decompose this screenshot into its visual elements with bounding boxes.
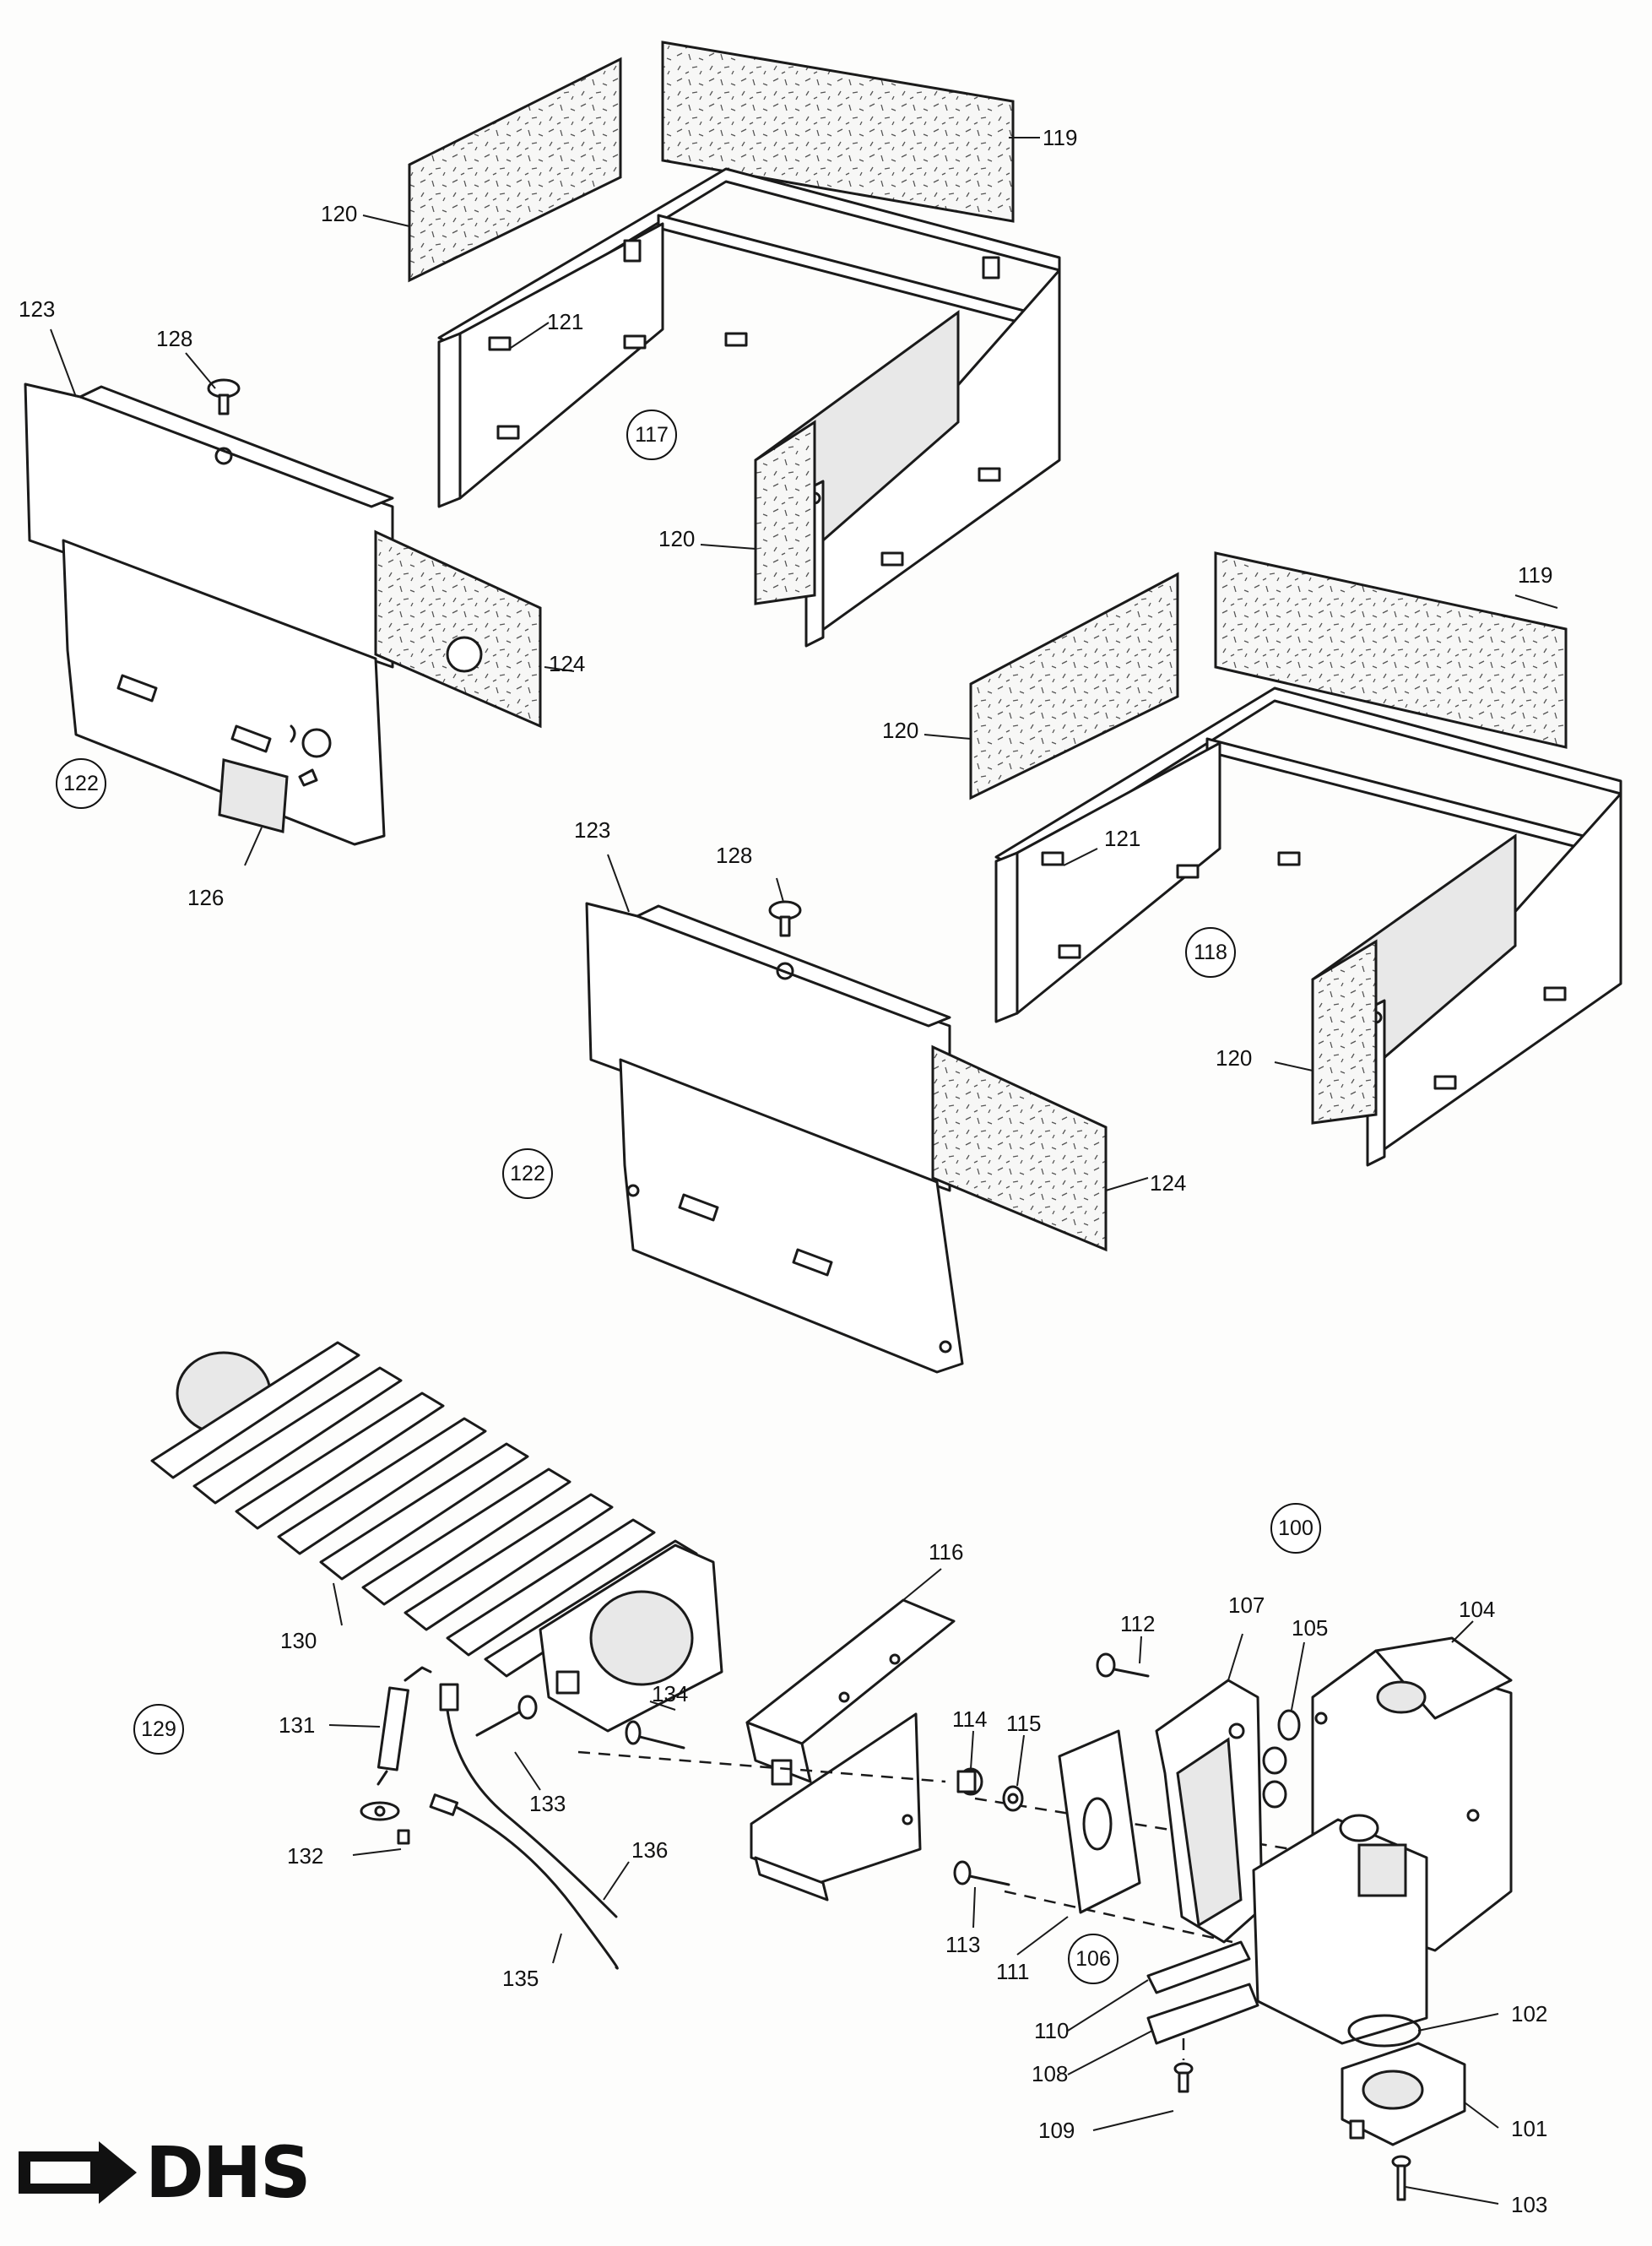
callout-114: 114 bbox=[952, 1706, 988, 1732]
insulation-panel-120-top-left bbox=[408, 57, 622, 283]
electrode-131 bbox=[376, 1666, 432, 1786]
screw-109 bbox=[1173, 2062, 1194, 2093]
bracket-132 bbox=[360, 1801, 410, 1845]
callout-111: 111 bbox=[996, 1959, 1030, 1984]
callout-110: 110 bbox=[1034, 2018, 1070, 2043]
screw-113 bbox=[953, 1860, 1010, 1886]
screw-112 bbox=[1096, 1652, 1150, 1678]
callout-122-middle: 122 bbox=[502, 1148, 553, 1199]
callout-105: 105 bbox=[1292, 1615, 1329, 1641]
washer-115 bbox=[1002, 1785, 1024, 1812]
callout-128-top: 128 bbox=[156, 326, 193, 351]
callout-115: 115 bbox=[1006, 1711, 1042, 1736]
callout-116: 116 bbox=[929, 1539, 964, 1565]
callout-128-middle: 128 bbox=[716, 843, 753, 868]
callout-117: 117 bbox=[626, 410, 677, 460]
insulation-panel-119-right bbox=[1214, 551, 1568, 749]
callout-120-top-right: 120 bbox=[658, 526, 696, 551]
dhs-logo: DHS bbox=[19, 2136, 322, 2209]
callout-135: 135 bbox=[502, 1966, 539, 1991]
logo-text: DHS bbox=[145, 2131, 311, 2214]
callout-131: 131 bbox=[279, 1712, 316, 1738]
insulation-panel-120-right-inner bbox=[1311, 939, 1378, 1125]
callout-123-top: 123 bbox=[19, 296, 56, 322]
callout-132: 132 bbox=[287, 1843, 324, 1869]
callout-121-right: 121 bbox=[1104, 826, 1141, 851]
callout-106: 106 bbox=[1068, 1934, 1118, 1984]
outlet-flange-101 bbox=[1341, 2042, 1466, 2146]
leader-lines bbox=[50, 137, 1558, 2205]
insulation-panel-120-right bbox=[969, 572, 1179, 800]
callout-124-top: 124 bbox=[549, 651, 586, 676]
screw-103 bbox=[1391, 2155, 1411, 2201]
front-panel-assembly-122-middle bbox=[585, 902, 1108, 1374]
callout-134: 134 bbox=[652, 1681, 689, 1706]
callout-120-top-left: 120 bbox=[321, 201, 358, 226]
screw-128-top bbox=[207, 378, 241, 415]
bracket-107 bbox=[1155, 1679, 1264, 1944]
callout-124-middle: 124 bbox=[1150, 1170, 1187, 1196]
manifold-bracket-116 bbox=[745, 1598, 956, 1902]
spacer-110 bbox=[1146, 1940, 1251, 1994]
callout-104: 104 bbox=[1459, 1597, 1496, 1622]
callout-107: 107 bbox=[1228, 1592, 1265, 1618]
callout-122-top: 122 bbox=[56, 758, 106, 809]
o-ring-105 bbox=[1277, 1709, 1301, 1741]
callout-130: 130 bbox=[280, 1628, 317, 1653]
screw-128-middle bbox=[768, 900, 802, 937]
callout-102: 102 bbox=[1511, 2001, 1548, 2026]
insulation-panel-119-top bbox=[661, 41, 1015, 223]
arrow-logo-icon bbox=[19, 2141, 137, 2204]
sight-glass-126 bbox=[218, 758, 289, 833]
lead-135-136 bbox=[429, 1683, 619, 1970]
callout-119-top: 119 bbox=[1043, 125, 1078, 150]
callout-118: 118 bbox=[1185, 927, 1236, 978]
front-panel-assembly-122-top bbox=[24, 382, 542, 846]
callout-133: 133 bbox=[529, 1791, 566, 1816]
callout-103: 103 bbox=[1511, 2192, 1548, 2217]
screw-133 bbox=[475, 1695, 538, 1737]
callout-120-right-top: 120 bbox=[882, 718, 919, 743]
callout-123-middle: 123 bbox=[574, 817, 611, 843]
burner-assembly-130 bbox=[150, 1341, 723, 1733]
gas-valve-104 bbox=[1252, 1636, 1513, 2045]
callout-126: 126 bbox=[187, 885, 225, 910]
callout-113: 113 bbox=[945, 1932, 981, 1957]
combustion-chamber-118 bbox=[994, 686, 1622, 1167]
callout-119-right: 119 bbox=[1518, 562, 1553, 588]
callout-112: 112 bbox=[1120, 1611, 1156, 1636]
insulation-panel-120-top-right bbox=[754, 420, 816, 605]
callout-120-right-bottom: 120 bbox=[1216, 1045, 1253, 1071]
injector-114 bbox=[956, 1767, 983, 1796]
callout-101: 101 bbox=[1511, 2116, 1548, 2141]
callout-129: 129 bbox=[133, 1704, 184, 1755]
callout-100: 100 bbox=[1270, 1503, 1321, 1554]
callout-109: 109 bbox=[1038, 2118, 1075, 2143]
callout-121-top: 121 bbox=[547, 309, 584, 334]
combustion-chamber-117 bbox=[437, 167, 1061, 648]
screw-134 bbox=[625, 1720, 685, 1750]
callout-108: 108 bbox=[1032, 2061, 1069, 2086]
callout-136: 136 bbox=[631, 1837, 669, 1863]
gasket-plate-111 bbox=[1058, 1729, 1141, 1914]
spacer-108 bbox=[1146, 1983, 1259, 2045]
